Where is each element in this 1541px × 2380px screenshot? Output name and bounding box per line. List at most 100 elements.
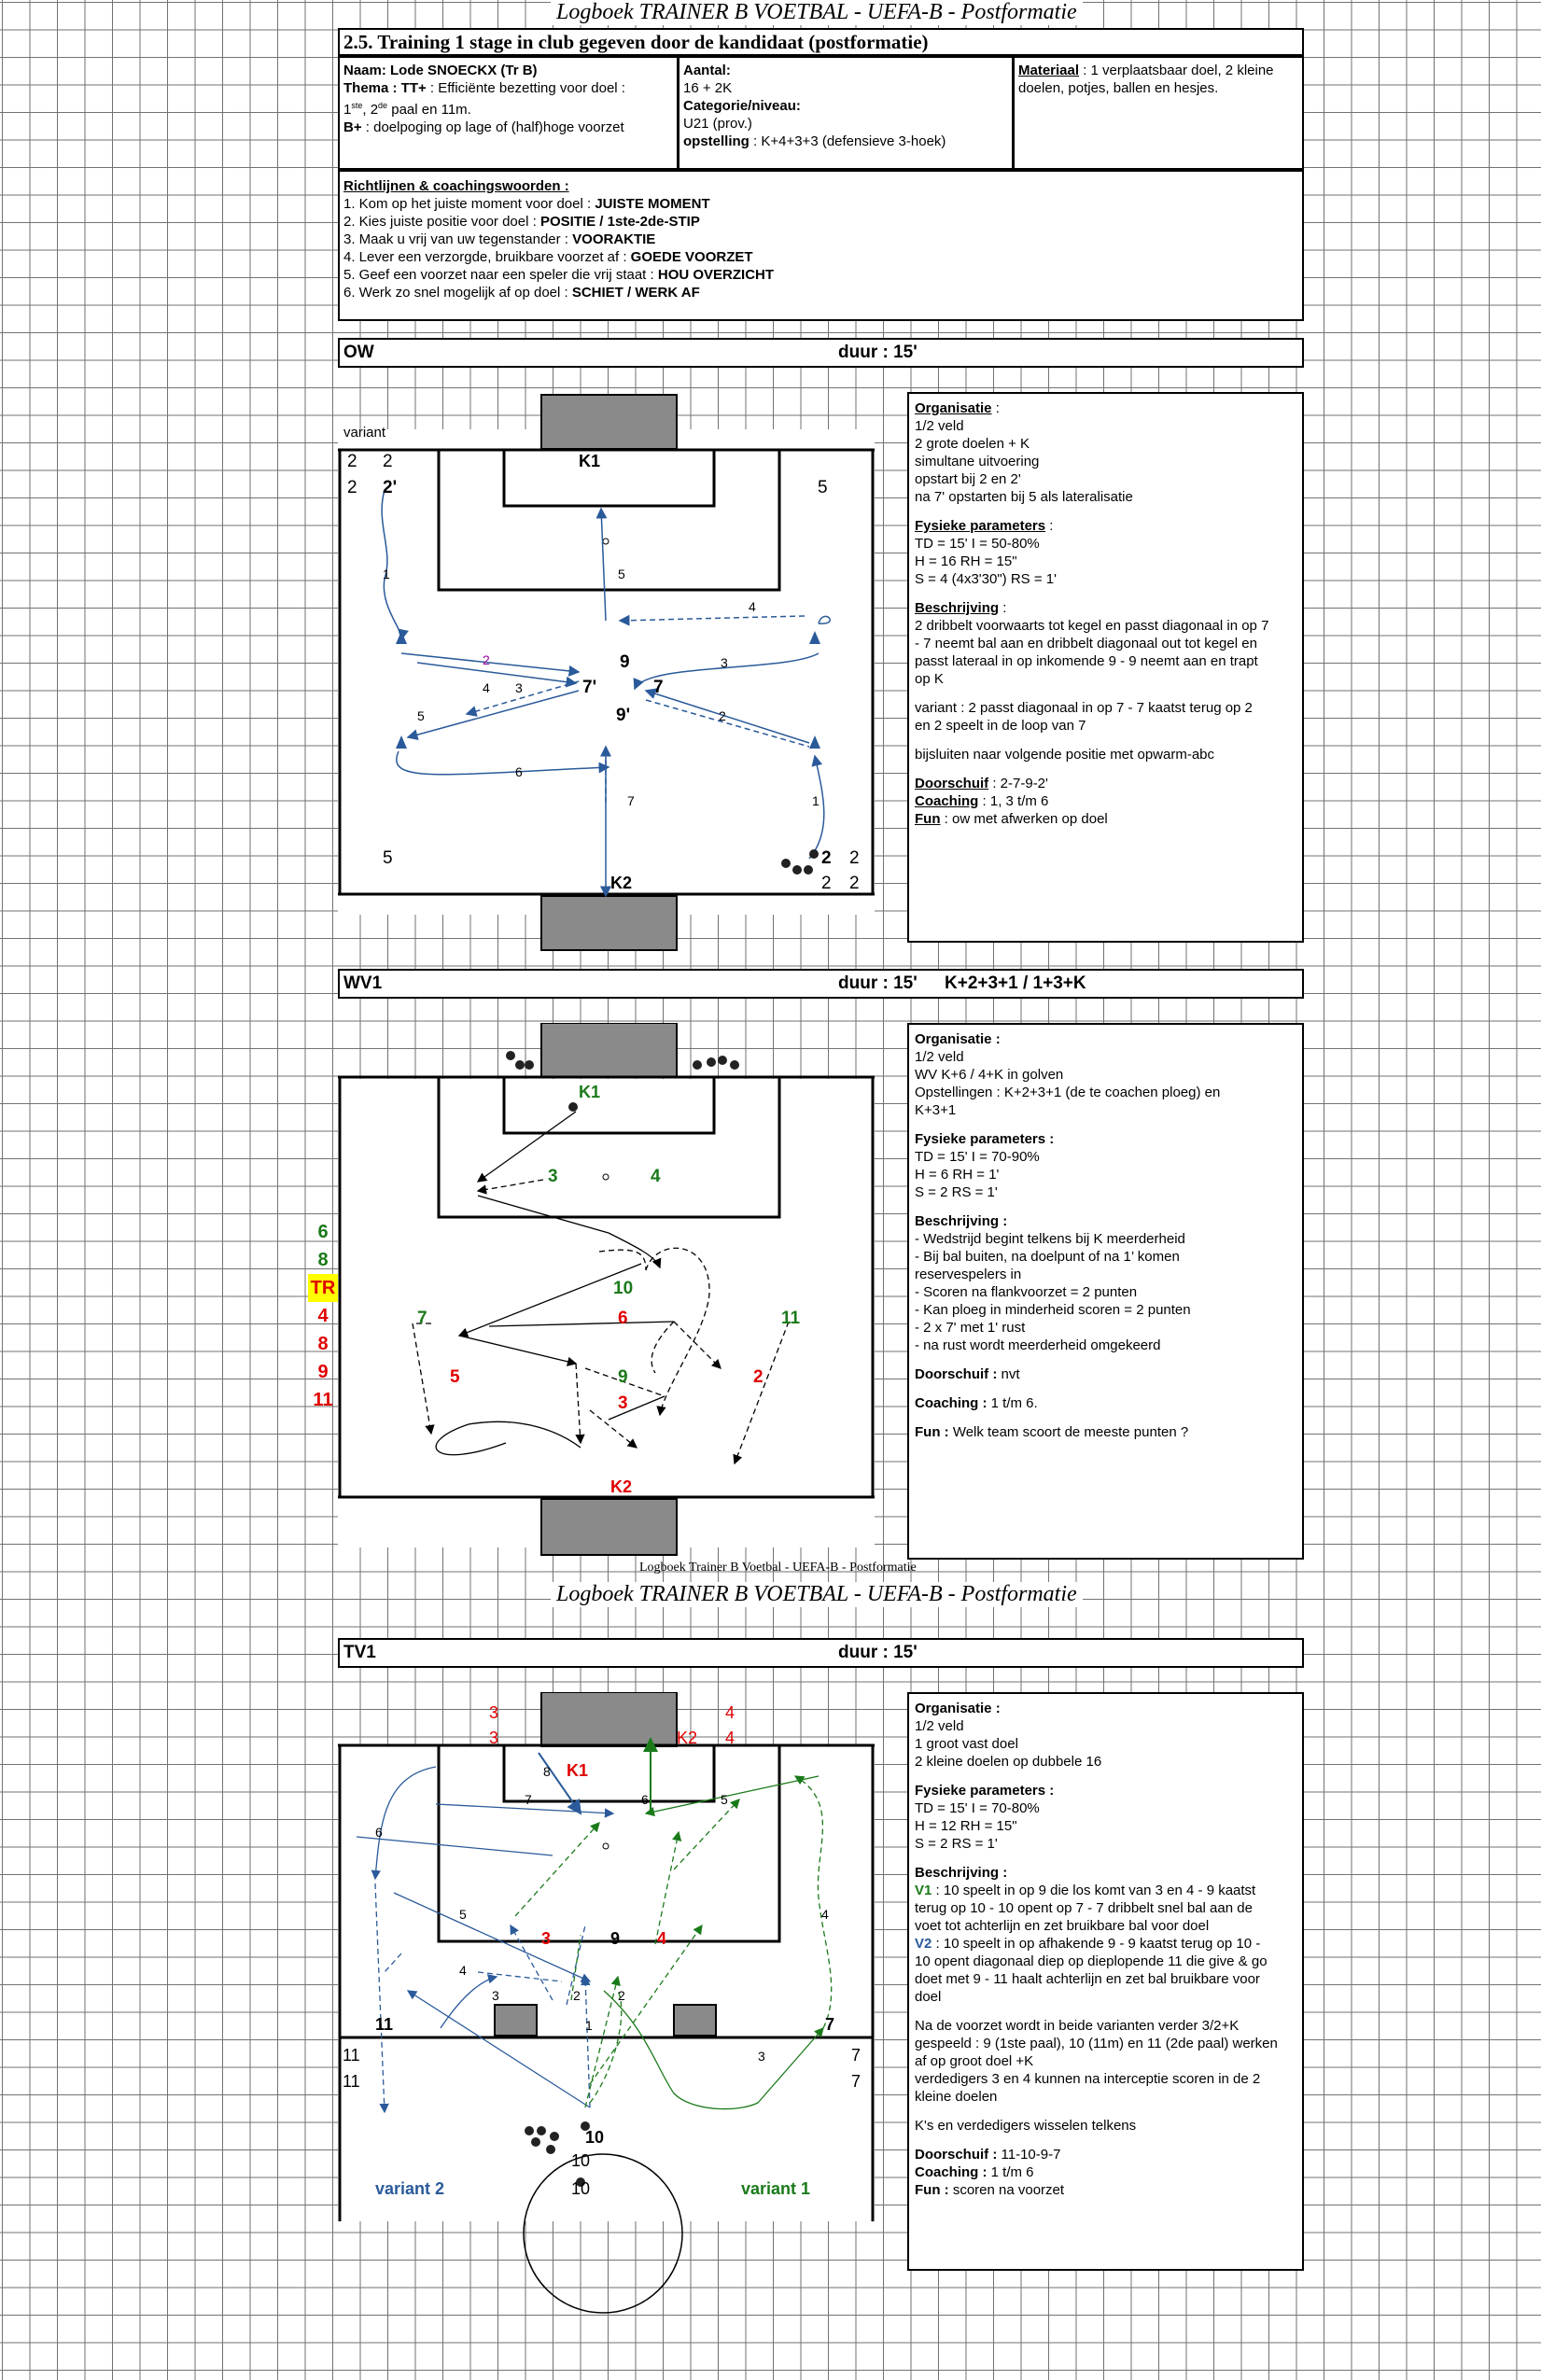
richtlijn-item: 1. Kom op het juiste moment voor doel : …	[343, 195, 1298, 213]
ow-player: 2	[821, 848, 832, 868]
tv1-duur: duur : 15'	[838, 1643, 918, 1662]
tv1-panel-text: K's en verdedigers wisselen telkens	[915, 2118, 1137, 2134]
ow-panel-tail: : ow met afwerken op doel	[940, 811, 1108, 827]
ow-panel-line	[915, 588, 1296, 599]
tv1-panel-line: voet tot achterlijn en zet bruikbare bal…	[915, 1917, 1296, 1935]
ow-panel-text: simultane uitvoering	[915, 454, 1040, 469]
tv1-panel-line: 10 opent diagonaal diep op dieplopende 1…	[915, 1953, 1296, 1970]
tv1-panel-text: doet met 9 - 11 haalt achterlijn en zet …	[915, 1971, 1260, 1987]
richtlijn-keyword: SCHIET / WERK AF	[571, 285, 700, 301]
tv1-small-goal-right	[673, 2004, 717, 2037]
wv1-panel-text: reservespelers in	[915, 1267, 1022, 1282]
wv1-panel-line	[915, 1119, 1296, 1130]
ow-field: variant 2 2 2 2' K1 5 1 5 4 2 9 3 4 3 7'…	[338, 394, 875, 951]
aantal-label: Aantal:	[683, 63, 731, 78]
ow-keeper-k1: K1	[579, 452, 600, 470]
thema-label: Thema : TT+	[343, 80, 427, 96]
tv1-panel-line: Doorschuif : 11-10-9-7	[915, 2146, 1296, 2163]
bplus-label: B+	[343, 119, 362, 135]
tv1-player: 7	[851, 2072, 861, 2091]
tv1-panel-text: voet tot achterlijn en zet bruikbare bal…	[915, 1918, 1210, 1934]
ow-player: 7	[653, 678, 664, 697]
wv1-name: WV1	[343, 973, 383, 993]
tv1-panel-line: H = 12 RH = 15"	[915, 1817, 1296, 1835]
richtlijnen-title: Richtlijnen & coachingswoorden :	[343, 178, 569, 194]
richtlijn-text: 2. Kies juiste positie voor doel :	[343, 214, 540, 230]
tv1-panel-line	[915, 2106, 1296, 2117]
ow-step: 6	[515, 764, 523, 779]
thema-sup2: de	[378, 101, 388, 110]
tv1-panel-line: 1/2 veld	[915, 1717, 1296, 1735]
ow-step: 3	[721, 655, 728, 670]
tv1-title-bar: TV1 duur : 15'	[338, 1638, 1304, 1668]
wv1-panel-text: - Scoren na flankvoorzet = 2 punten	[915, 1284, 1138, 1300]
tv1-player: 11	[375, 2015, 393, 2034]
ow-panel-line: H = 16 RH = 15"	[915, 553, 1296, 570]
wv1-player: 2	[753, 1367, 763, 1387]
wv1-player: 3	[548, 1167, 558, 1186]
tv1-keeper-k2: K2	[677, 1729, 697, 1747]
wv1-panel-text: Fysieke parameters :	[915, 1131, 1055, 1147]
wv1-panel-line: K+3+1	[915, 1101, 1296, 1119]
tv1-panel-text: doel	[915, 1989, 942, 2005]
tv1-panel-line	[915, 2135, 1296, 2146]
page-header-title: Logboek TRAINER B VOETBAL - UEFA-B - Pos…	[551, 0, 1083, 25]
tv1-variant1-label: variant 1	[741, 2179, 810, 2198]
ow-panel-text: Organisatie	[915, 400, 992, 416]
tv1-panel-line: Coaching : 1 t/m 6	[915, 2163, 1296, 2181]
wv1-panel-line: - na rust wordt meerderheid omgekeerd	[915, 1337, 1296, 1354]
tv1-panel-line: 2 kleine doelen op dubbele 16	[915, 1753, 1296, 1771]
tv1-panel-line: gespeeld : 9 (1ste paal), 10 (11m) en 11…	[915, 2035, 1296, 2052]
tv1-panel-line: TD = 15' I = 70-80%	[915, 1799, 1296, 1817]
wv1-panel-text: - Wedstrijd begint telkens bij K meerder…	[915, 1231, 1185, 1247]
ow-panel-text: H = 16 RH = 15"	[915, 553, 1017, 569]
wv1-panel-line: - Scoren na flankvoorzet = 2 punten	[915, 1283, 1296, 1301]
ow-panel-tail: :	[991, 400, 1000, 416]
wv1-panel-line	[915, 1412, 1296, 1423]
tv1-panel-text: verdedigers 3 en 4 kunnen na interceptie…	[915, 2071, 1261, 2087]
tv1-small-goal-left	[494, 2004, 538, 2037]
tv1-panel-line: doel	[915, 1988, 1296, 2006]
wv1-panel-line: WV K+6 / 4+K in golven	[915, 1066, 1296, 1084]
ow-bottom-goal	[540, 895, 678, 951]
ow-panel-text: S = 4 (4x3'30") RS = 1'	[915, 571, 1057, 587]
tv1-panel-line: doet met 9 - 11 haalt achterlijn en zet …	[915, 1970, 1296, 1988]
ow-top-goal	[540, 394, 678, 450]
ow-panel-line	[915, 506, 1296, 517]
wv1-panel-line: - Kan ploeg in minderheid scoren = 2 pun…	[915, 1301, 1296, 1319]
wv1-player: 9	[618, 1367, 628, 1387]
wv1-list-item: 6	[317, 1222, 329, 1242]
wv1-panel-text: WV K+6 / 4+K in golven	[915, 1067, 1064, 1083]
wv1-panel-text: Fun :	[915, 1424, 949, 1440]
tv1-player: 11	[343, 2072, 360, 2091]
tv1-panel-line	[915, 2006, 1296, 2017]
wv1-panel-tail: 1 t/m 6.	[987, 1395, 1038, 1411]
richtlijn-text: 6. Werk zo snel mogelijk af op doel :	[343, 285, 572, 301]
tv1-step: 2	[618, 1988, 625, 2003]
tv1-panel-line: af op groot doel +K	[915, 2052, 1296, 2070]
wv1-panel-line: H = 6 RH = 1'	[915, 1166, 1296, 1183]
ow-panel-line: bijsluiten naar volgende positie met opw…	[915, 746, 1296, 763]
wv1-player: 7	[417, 1309, 427, 1328]
tv1-player: 4	[725, 1703, 735, 1722]
ow-panel-line: en 2 speelt in de loop van 7	[915, 717, 1296, 735]
wv1-panel-line: - Wedstrijd begint telkens bij K meerder…	[915, 1230, 1296, 1248]
ow-panel-text: bijsluiten naar volgende positie met opw…	[915, 747, 1215, 763]
bplus-text: : doelpoging op lage of (half)hoge voorz…	[361, 119, 624, 135]
tv1-step: 5	[721, 1792, 728, 1807]
wv1-panel-line: Organisatie :	[915, 1030, 1296, 1048]
tv1-player: 3	[541, 1929, 551, 1948]
wv1-panel-line: - Bij bal buiten, na doelpunt of na 1’ k…	[915, 1248, 1296, 1266]
ow-title-bar: OW duur : 15'	[338, 338, 1304, 368]
wv1-panel-line	[915, 1354, 1296, 1365]
tv1-panel-text: Beschrijving :	[915, 1865, 1008, 1881]
ow-panel-line: TD = 15' I = 50-80%	[915, 535, 1296, 553]
ow-panel-line: - 7 neemt bal aan en dribbelt diagonaal …	[915, 635, 1296, 652]
wv1-panel-text: - Kan ploeg in minderheid scoren = 2 pun…	[915, 1302, 1191, 1318]
aantal-value: 16 + 2K	[683, 80, 733, 96]
wv1-panel-line: Fun : Welk team scoort de meeste punten …	[915, 1423, 1296, 1441]
thema-sup1: ste	[351, 101, 363, 110]
tv1-panel-text: V2	[915, 1936, 932, 1952]
ow-panel-text: variant : 2 passt diagonaal in op 7 - 7 …	[915, 700, 1253, 716]
ow-panel-line: 2 dribbelt voorwaarts tot kegel en passt…	[915, 617, 1296, 635]
